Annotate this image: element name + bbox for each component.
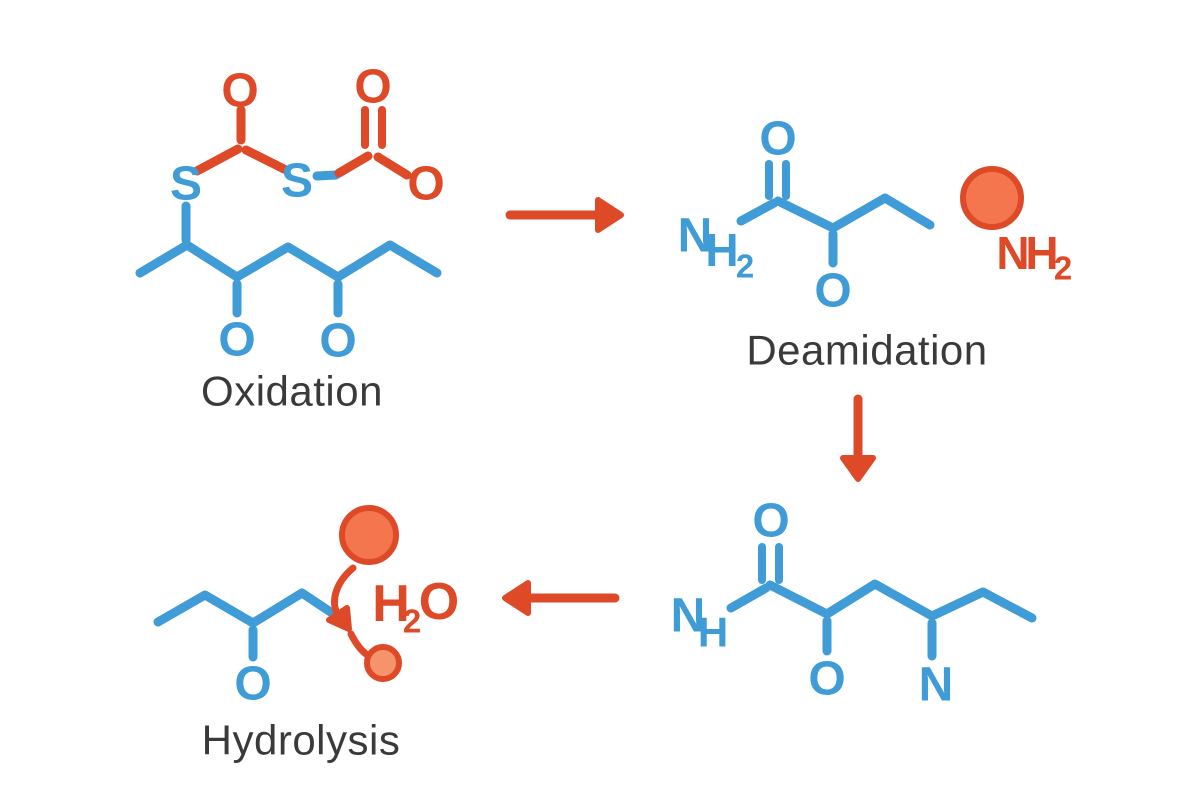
hydrogen-atom: H <box>1025 227 1058 279</box>
oxygen-atom: O <box>808 653 845 706</box>
bond-carbonyl-s2 <box>241 145 289 174</box>
released-amine-circle <box>960 166 1024 230</box>
carbon-chain <box>773 193 935 233</box>
deamidation-label: Deamidation <box>746 327 987 374</box>
carbon-chain <box>135 240 442 282</box>
oxidation-label: Oxidation <box>201 368 383 415</box>
curved-arrow-tail <box>347 630 373 660</box>
sulfur-atom: S <box>170 158 202 211</box>
deamidated-product-structure: N H O O N <box>671 495 1037 712</box>
oxygen-atom: O <box>234 658 271 711</box>
oxygen-atom: O <box>407 158 444 211</box>
nitrogen-atom: N <box>671 590 706 643</box>
carbon-chain <box>765 579 1037 623</box>
nitrogen-atom: N <box>678 210 713 263</box>
nitrogen-atom: N <box>996 227 1029 279</box>
hydrolysis-structure: O H 2 O Hydrolysis <box>153 505 459 764</box>
curved-arrow-head <box>326 605 352 632</box>
arrow-down-icon <box>840 394 876 482</box>
deamidation-structure: N H 2 O O N H 2 Deamidation <box>678 113 1073 374</box>
hydrogen-atom: H <box>705 224 738 276</box>
oxygen-atom: O <box>814 265 851 318</box>
bond-nh-carbonyl <box>726 583 771 613</box>
arrow-right-icon <box>505 197 624 233</box>
bond-nh2-carbonyl <box>736 198 779 226</box>
hydrolysis-label: Hydrolysis <box>202 717 401 764</box>
oxidation-structure: S S O O O O O Oxidation <box>135 61 445 415</box>
water-molecule-circle <box>339 505 399 565</box>
nitrogen-atom: N <box>919 659 954 712</box>
arrow-head <box>840 455 876 482</box>
bond-carbonyl2-o-ester <box>373 152 412 180</box>
oxygen-atom: O <box>752 495 789 548</box>
bond-s1-carbonyl <box>192 144 243 176</box>
oxygen-atom: O <box>354 61 391 114</box>
subscript-2: 2 <box>736 248 754 285</box>
water-h: H <box>372 575 410 633</box>
hydrogen-atom: H <box>698 609 728 656</box>
subscript-2: 2 <box>1054 250 1072 287</box>
water-subscript-2: 2 <box>403 603 421 640</box>
oxygen-atom: O <box>319 315 356 368</box>
proton-circle <box>364 644 402 682</box>
arrow-left-icon <box>502 580 620 616</box>
arrow-head <box>595 197 624 233</box>
bond-s2-carbonyl2 <box>334 151 373 178</box>
oxygen-atom: O <box>218 314 255 367</box>
oxygen-atom: O <box>221 65 258 118</box>
bond-s2-dash <box>312 170 341 181</box>
oxygen-atom: O <box>759 113 796 166</box>
carbon-chain <box>153 588 343 628</box>
water-o: O <box>419 573 459 631</box>
sulfur-atom: S <box>281 155 313 208</box>
arrow-head <box>502 580 531 616</box>
